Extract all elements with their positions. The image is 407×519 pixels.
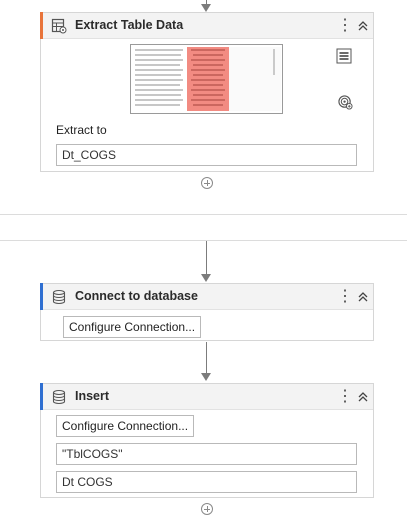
add-activity-button[interactable]: [201, 177, 213, 189]
connector-arrow: [201, 4, 211, 12]
more-options-icon[interactable]: ⋮: [337, 388, 353, 405]
connect-to-database-activity[interactable]: Connect to database ⋮ Configure Connecti…: [40, 283, 374, 341]
extract-to-label: Extract to: [56, 123, 107, 137]
section-divider: [0, 214, 407, 215]
activity-header[interactable]: Extract Table Data ⋮: [40, 12, 373, 39]
activity-title: Connect to database: [75, 289, 198, 303]
collapse-icon[interactable]: [356, 289, 370, 305]
add-activity-button[interactable]: [201, 503, 213, 515]
configure-connection-button[interactable]: Configure Connection...: [56, 415, 195, 437]
connector-line: [206, 342, 207, 376]
extract-to-field[interactable]: Dt_COGS: [56, 144, 357, 166]
target-indicate-icon[interactable]: [338, 95, 353, 110]
collapse-icon[interactable]: [356, 18, 370, 34]
menu-icon[interactable]: [336, 48, 352, 64]
table-name-field[interactable]: "TblCOGS": [56, 443, 357, 465]
activity-accent-bar: [40, 383, 43, 410]
database-icon: [52, 389, 66, 405]
connector-arrow: [201, 274, 211, 282]
insert-activity[interactable]: Insert ⋮ Configure Connection... "TblCOG…: [40, 383, 374, 498]
activity-title: Extract Table Data: [75, 18, 184, 32]
connector-line: [206, 241, 207, 277]
connector-arrow: [201, 373, 211, 381]
activity-title: Insert: [75, 389, 110, 403]
extract-table-data-activity[interactable]: Extract Table Data ⋮: [40, 12, 374, 172]
table-preview-thumbnail: [131, 45, 282, 113]
database-icon: [52, 289, 66, 305]
collapse-icon[interactable]: [356, 389, 370, 405]
more-options-icon[interactable]: ⋮: [337, 17, 353, 34]
table-extract-icon: [51, 18, 67, 34]
more-options-icon[interactable]: ⋮: [337, 288, 353, 305]
table-preview-image[interactable]: [130, 44, 283, 114]
activity-accent-bar: [40, 283, 43, 310]
section-divider: [0, 240, 407, 241]
activity-header[interactable]: Connect to database ⋮: [40, 283, 373, 310]
configure-connection-button[interactable]: Configure Connection...: [63, 316, 202, 338]
connector-line: [206, 0, 207, 6]
activity-accent-bar: [40, 12, 43, 39]
activity-header[interactable]: Insert ⋮: [40, 383, 373, 410]
datatable-field[interactable]: Dt COGS: [56, 471, 357, 493]
